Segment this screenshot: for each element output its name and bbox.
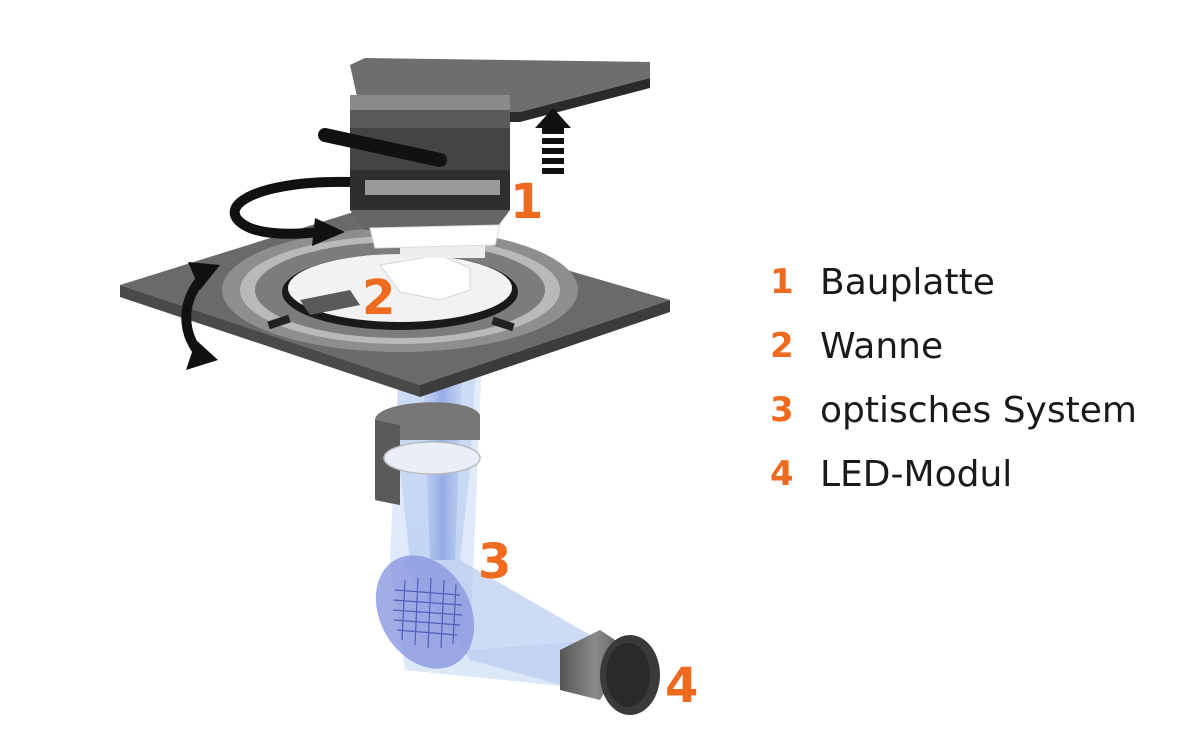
label-4: 4 [665,658,698,714]
legend-label: Wanne [820,325,944,367]
up-arrow-icon [535,108,571,174]
legend-item: 1 Bauplatte [770,250,1137,314]
legend-item: 3 optisches System [770,378,1137,442]
legend-item: 4 LED-Modul [770,442,1137,506]
build-plate [318,58,650,249]
legend-label: LED-Modul [820,453,1013,495]
legend-label: Bauplatte [820,261,995,303]
legend-number: 4 [770,454,794,494]
legend-number: 3 [770,390,794,430]
rotate-arrow-icon [229,176,351,246]
legend-label: optisches System [820,389,1137,431]
tilt-arrow-icon [181,262,220,370]
led-module [560,630,660,715]
legend-number: 1 [770,262,794,302]
label-1: 1 [510,174,543,230]
optical-system [375,402,481,669]
legend-item: 2 Wanne [770,314,1137,378]
printed-part [379,245,485,301]
legend: 1 Bauplatte 2 Wanne 3 optisches System 4… [770,250,1137,506]
label-2: 2 [362,270,395,326]
label-3: 3 [478,534,511,590]
legend-number: 2 [770,326,794,366]
